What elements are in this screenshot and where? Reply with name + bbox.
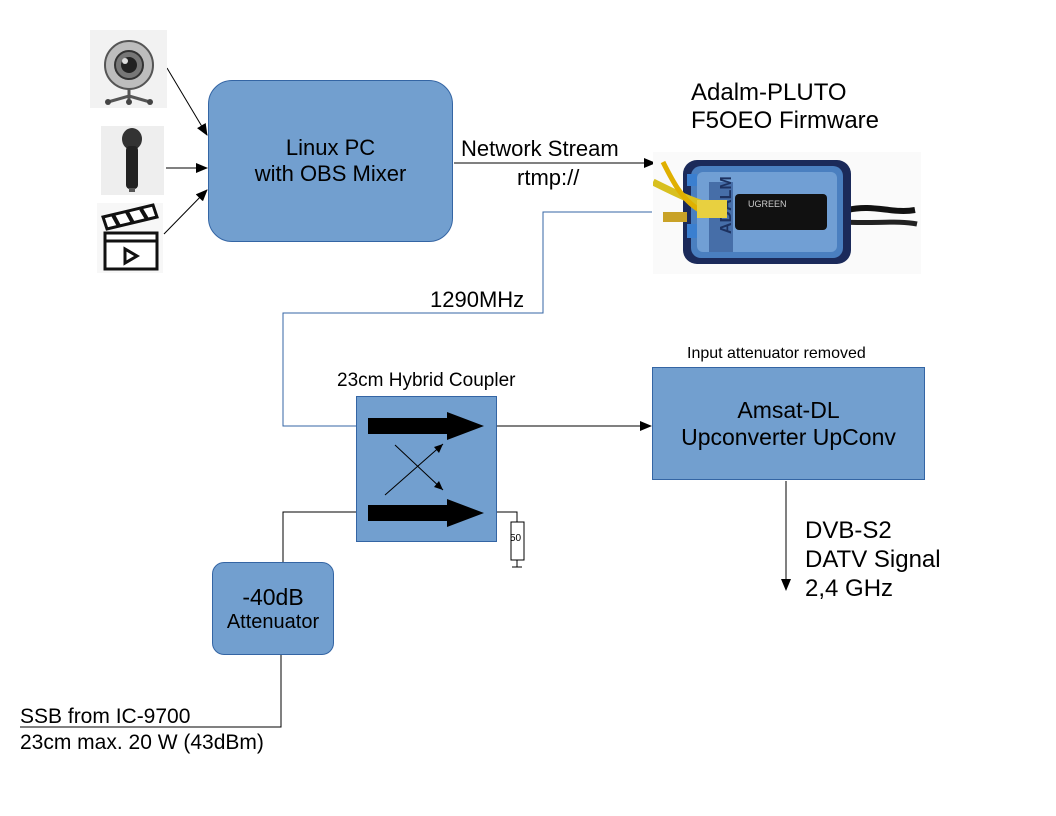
pluto-title-line2: F5OEO Firmware bbox=[691, 107, 880, 134]
output-line2: DATV Signal bbox=[805, 546, 941, 573]
output-line1: DVB-S2 bbox=[805, 517, 892, 544]
rtmp-label: rtmp:// bbox=[517, 165, 580, 190]
webcam-to-pc-arrow bbox=[166, 67, 208, 136]
webcam-icon bbox=[90, 30, 167, 108]
upconverter-note: Input attenuator removed bbox=[687, 345, 866, 362]
linux-pc-box: Linux PC with OBS Mixer bbox=[208, 80, 453, 242]
pluto-device-image: ADALM UGREEN bbox=[651, 152, 921, 274]
frequency-label: 1290MHz bbox=[430, 287, 525, 312]
attenuator-line1: -40dB bbox=[242, 583, 304, 610]
ugreen-label: UGREEN bbox=[748, 199, 787, 209]
attenuator-box: -40dB Attenuator bbox=[212, 562, 334, 655]
upconverter-box: Amsat-DL Upconverter UpConv bbox=[652, 367, 925, 480]
coupler-top-arrow bbox=[368, 412, 484, 440]
pluto-to-coupler-line bbox=[282, 211, 652, 427]
input-line1: SSB from IC-9700 bbox=[20, 705, 191, 728]
microphone-icon bbox=[101, 126, 164, 195]
termination-wire bbox=[497, 511, 518, 522]
coupler-bottom-arrow bbox=[368, 499, 484, 527]
output-line3: 2,4 GHz bbox=[805, 575, 894, 602]
hybrid-coupler-box bbox=[356, 396, 497, 542]
attenuator-to-coupler-line bbox=[282, 511, 357, 562]
upconverter-line1: Amsat-DL bbox=[737, 396, 840, 423]
coupler-title: 23cm Hybrid Coupler bbox=[337, 370, 516, 391]
upconverter-line2: Upconverter UpConv bbox=[681, 423, 896, 450]
pc-title-line2: with OBS Mixer bbox=[254, 161, 407, 186]
termination-label: 50 bbox=[510, 533, 522, 544]
input-line2: 23cm max. 20 W (43dBm) bbox=[20, 731, 264, 754]
input-to-attenuator-line bbox=[20, 655, 282, 728]
pc-title-line1: Linux PC bbox=[285, 135, 376, 160]
clip-to-pc-arrow bbox=[163, 189, 208, 235]
network-stream-label: Network Stream bbox=[461, 136, 619, 161]
clapperboard-icon bbox=[97, 203, 163, 273]
pluto-title-line1: Adalm-PLUTO bbox=[691, 79, 847, 106]
attenuator-line2: Attenuator bbox=[226, 610, 320, 633]
